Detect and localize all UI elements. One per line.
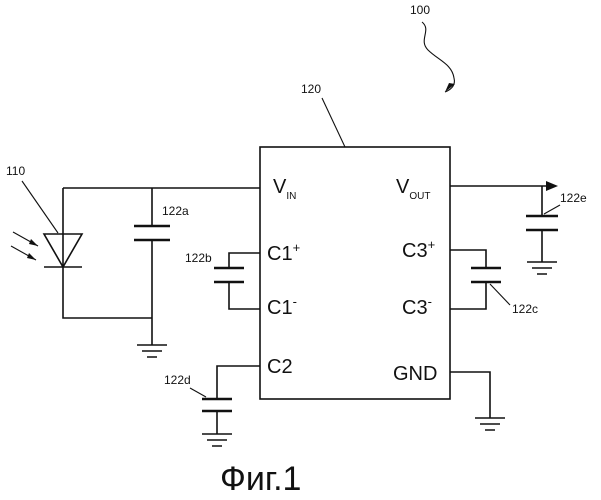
ground-a (137, 345, 167, 357)
ground-d (202, 434, 232, 446)
ref-122c-leader (490, 284, 510, 305)
ref-120-leader (322, 98, 345, 147)
ref-100-arrowhead (445, 83, 455, 92)
pin-c1-minus: C1- (267, 294, 297, 319)
ground-e (527, 262, 557, 274)
cap-122c-symbol (471, 268, 501, 282)
ground-gnd (475, 418, 505, 430)
ref-100-leader (422, 22, 454, 92)
light-ray-1-head (29, 239, 38, 246)
cap-122b-symbol (214, 268, 244, 282)
ref-122d-leader (190, 388, 206, 397)
pin-gnd: GND (393, 363, 437, 385)
photodiode-wire (63, 188, 152, 318)
pin-c1-plus: C1+ (267, 240, 300, 265)
ref-122a: 122a (162, 204, 189, 218)
pin-c3-plus: C3+ (402, 237, 435, 262)
ref-122e-leader (544, 205, 560, 214)
ref-120: 120 (301, 82, 321, 96)
cap-122e-symbol (526, 216, 558, 230)
ref-100: 100 (410, 3, 430, 17)
pin-c3-minus: C3- (402, 294, 432, 319)
cap-122c-wire (450, 250, 486, 309)
vout-arrowhead (546, 181, 558, 191)
cap-122d-symbol (202, 399, 232, 411)
ref-122c: 122c (512, 302, 538, 316)
ref-122e: 122e (560, 191, 587, 205)
ref-122d: 122d (164, 373, 191, 387)
cap-122a-symbol (134, 226, 170, 240)
pin-vout: VOUT (396, 176, 430, 202)
gnd-wire (450, 372, 490, 418)
pin-vin: VIN (273, 176, 296, 202)
ref-122b: 122b (185, 251, 212, 265)
ref-110: 110 (6, 164, 25, 178)
figure-caption: Фиг.1 (220, 460, 301, 498)
ref-110-leader (22, 181, 58, 233)
light-ray-2-head (27, 253, 36, 260)
pin-c2: C2 (267, 356, 293, 378)
